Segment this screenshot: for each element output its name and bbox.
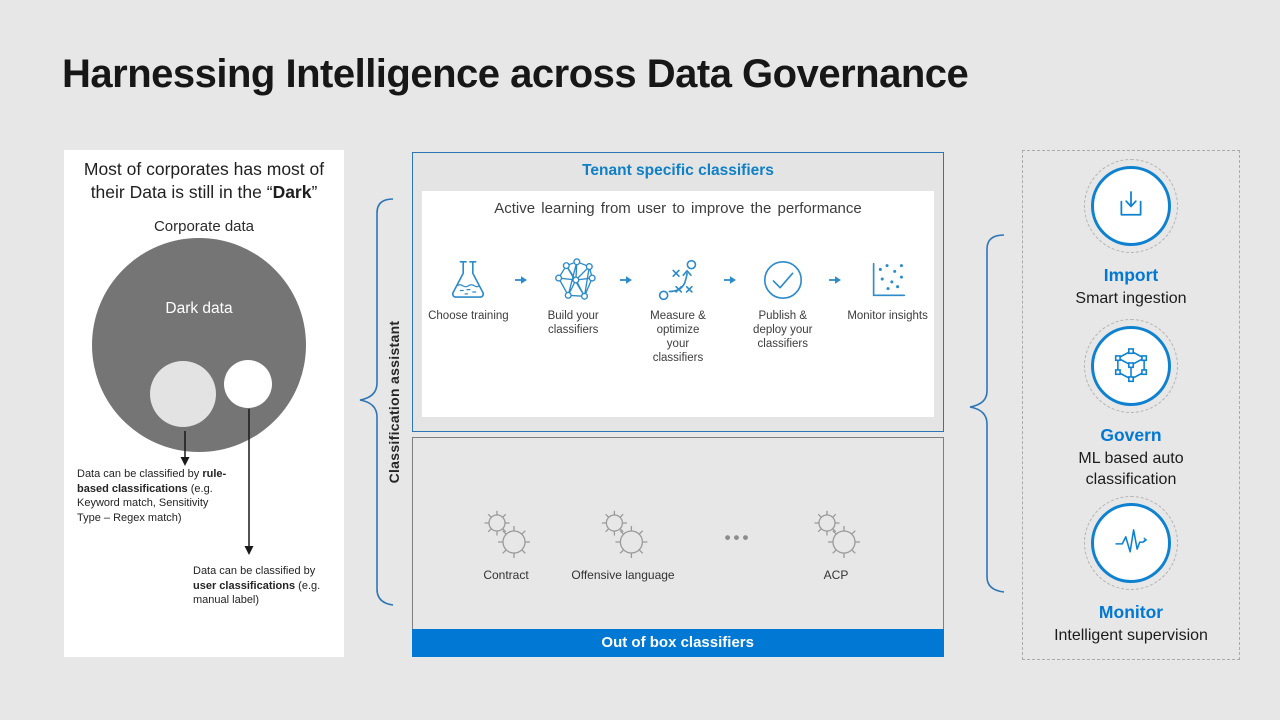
step-measure-optimize: Measure & optimize your classifiers — [632, 257, 725, 365]
page-title: Harnessing Intelligence across Data Gove… — [62, 52, 969, 96]
tenant-classifiers-box: Tenant specific classifiers Active learn… — [412, 152, 944, 432]
active-learning-card: Active learning from user to improve the… — [422, 191, 934, 417]
feature-ring — [1084, 496, 1178, 590]
flow-arrow-icon — [619, 257, 632, 303]
user-annotation-bold: user classifications — [193, 579, 296, 592]
feature-subtitle: Intelligent supervision — [1054, 627, 1208, 644]
flask-icon — [452, 260, 485, 298]
feature-circle — [1091, 166, 1171, 246]
feature-ring — [1084, 319, 1178, 413]
strategy-icon — [658, 259, 697, 301]
governance-features-panel: Import Smart ingestion Govern ML based a… — [1022, 150, 1240, 660]
check-circle-icon — [763, 260, 802, 300]
feature-title: Monitor — [1098, 602, 1164, 622]
step-label: Publish & deploy your classifiers — [753, 310, 813, 350]
corporate-data-label: Corporate data — [153, 218, 255, 235]
classifier-offensive-language: Offensive language — [571, 510, 675, 582]
rule-annotation-post: (e.g. Keyword match, Sensitivity Type – … — [77, 482, 213, 524]
classification-assistant-label: Classification assistant — [386, 320, 402, 484]
burst-icon — [484, 510, 530, 558]
feature-subtitle: ML based auto classification — [1078, 450, 1184, 488]
import-download-icon — [1120, 191, 1142, 216]
scatter-chart-icon — [872, 262, 905, 297]
step-label: Build your classifiers — [547, 310, 599, 336]
step-label: Measure & optimize your classifiers — [650, 310, 706, 364]
flow-arrow-icon — [829, 257, 842, 303]
user-annotation: Data can be classified by user classific… — [193, 564, 335, 608]
rule-classified-circle — [150, 361, 216, 427]
monitor-pulse-icon — [1115, 529, 1147, 553]
rule-based-annotation: Data can be classified by rule-based cla… — [77, 467, 229, 525]
feature-circle — [1091, 326, 1171, 406]
burst-icon — [814, 510, 860, 558]
feature-ring — [1084, 159, 1178, 253]
feature-circle — [1091, 503, 1171, 583]
intro-bold-word: Dark — [272, 182, 312, 202]
rule-annotation-pre: Data can be classified by — [77, 468, 203, 480]
burst-icon — [601, 510, 647, 558]
tenant-box-title: Tenant specific classifiers — [582, 162, 774, 179]
flow-arrow-icon — [724, 257, 737, 303]
classifier-label: ACP — [823, 568, 849, 582]
classifier-steps-row: Choose training Build your classifiers — [422, 257, 934, 365]
feature-monitor: Monitor Intelligent supervision — [1023, 496, 1239, 646]
classifier-label: Contract — [483, 568, 529, 582]
feature-subtitle: Smart ingestion — [1075, 290, 1187, 307]
flow-arrow-icon — [514, 257, 527, 303]
user-annotation-pre: Data can be classified by — [193, 565, 316, 577]
dark-data-label: Dark data — [165, 300, 233, 317]
feature-title: Govern — [1100, 425, 1162, 445]
govern-cube-icon — [1114, 348, 1148, 383]
feature-title: Import — [1103, 265, 1159, 285]
intro-line2-post: ” — [311, 182, 318, 202]
rule-annotation-bold: rule-based classifications — [77, 468, 227, 495]
intro-line2-pre: their Data is still in the “ — [90, 182, 273, 202]
intro-line1: Most of corporates has most of — [83, 159, 325, 179]
user-annotation-post: (e.g. manual label) — [193, 579, 321, 607]
classifier-contract: Contract — [480, 510, 532, 582]
step-publish-deploy: Publish & deploy your classifiers — [736, 257, 829, 351]
network-icon — [555, 258, 596, 300]
step-label: Choose training — [428, 310, 509, 322]
step-build-classifiers: Build your classifiers — [527, 257, 620, 337]
feature-govern: Govern ML based auto classification — [1023, 319, 1239, 490]
dark-data-panel: Most of corporates has most of their Dat… — [64, 150, 344, 657]
feature-import: Import Smart ingestion — [1023, 159, 1239, 309]
step-label: Monitor insights — [847, 310, 928, 322]
classifier-label: Offensive language — [571, 568, 675, 582]
classifier-acp: ACP — [810, 510, 862, 582]
out-of-box-classifiers-box: Contract Offensive language ••• ACP Out … — [411, 437, 944, 658]
user-classified-circle — [224, 360, 272, 408]
more-classifiers-ellipsis: ••• — [724, 528, 752, 547]
left-curly-brace — [359, 198, 394, 606]
intro-text: Most of corporates has most of their Dat… — [64, 158, 344, 204]
step-monitor-insights: Monitor insights — [841, 257, 934, 323]
right-curly-brace — [969, 234, 1005, 593]
out-of-box-banner: Out of box classifiers — [411, 629, 944, 658]
step-choose-training: Choose training — [422, 257, 515, 323]
active-learning-subtitle: Active learning from user to improve the… — [494, 200, 862, 217]
